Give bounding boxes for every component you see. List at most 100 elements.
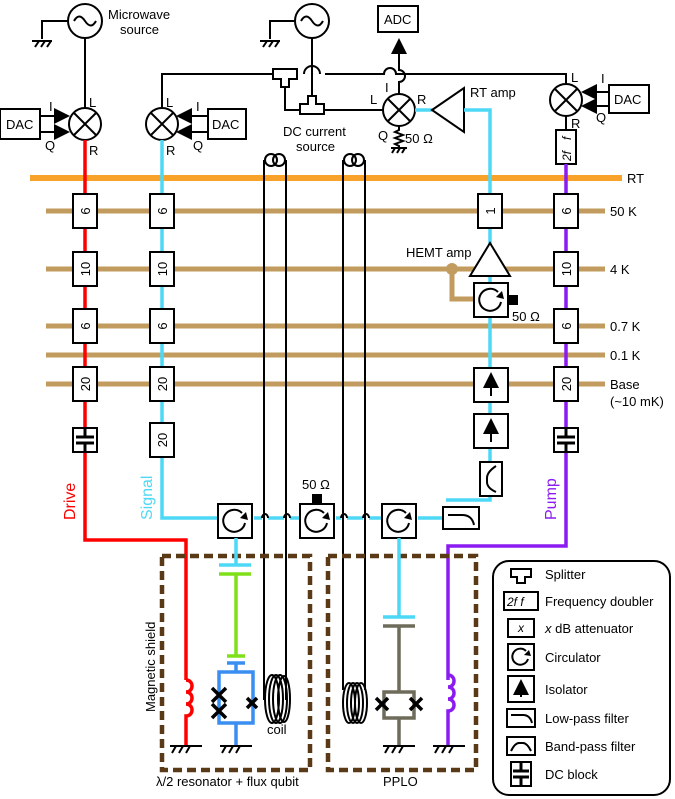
adc-label: ADC (384, 12, 411, 27)
frequency-doubler-icon: 2f f (503, 591, 539, 611)
pump-line (446, 164, 568, 680)
flux-qubit (217, 663, 255, 725)
doubler-f: f (560, 135, 574, 140)
signal-dac-box (207, 108, 247, 140)
pump-mixer-i: I (601, 71, 605, 86)
signal-attenuator-3: 20 (149, 366, 175, 402)
svg-text:6: 6 (155, 207, 170, 214)
svg-text:6: 6 (78, 322, 93, 329)
hemt-circulator (473, 282, 518, 318)
pump-mixer-l: L (571, 70, 578, 85)
splitter-bottom (299, 95, 325, 115)
pump-dac-box (608, 84, 650, 114)
coil-left (264, 674, 291, 724)
pump-attenuator-0: 6 (553, 193, 579, 229)
pump-mixer-q: Q (596, 110, 606, 125)
pplo (382, 626, 416, 720)
stage-label-rt: RT (627, 171, 644, 186)
svg-text:10: 10 (155, 262, 170, 276)
drive-attenuator-1: 10 (72, 251, 98, 287)
legend-label: Band-pass filter (545, 739, 636, 754)
readout-mixer-q: Q (378, 128, 388, 143)
drive-attenuator-2: 6 (72, 308, 98, 344)
legend-label: Isolator (545, 682, 588, 697)
drive-mixer-r: R (89, 143, 98, 158)
svg-text:6: 6 (559, 322, 574, 329)
isolator-icon (507, 675, 535, 703)
circulator-icon (507, 643, 535, 671)
signal-dac-label: DAC (212, 117, 239, 132)
pump-attenuator-1: 10 (553, 251, 579, 287)
stage-label-base: Base (610, 377, 640, 392)
legend-label: Frequency doubler (545, 594, 654, 609)
drive-dac-box (0, 108, 41, 140)
drive-line-label: Drive (62, 483, 79, 520)
splitter-icon (510, 568, 532, 584)
svg-text:x: x (517, 621, 525, 635)
legend-label: Splitter (545, 567, 586, 582)
svg-text:20: 20 (78, 377, 93, 391)
signal-attenuator-2: 6 (149, 308, 175, 344)
adc-box (377, 5, 419, 33)
circulator-50ohm-label: 50 Ω (302, 477, 330, 492)
signal-mixer-i: I (196, 99, 200, 114)
low-pass-filter (442, 506, 480, 530)
output-attenuator-0: 1 (477, 193, 503, 229)
stage-label-4k: 4 K (610, 262, 630, 277)
magnetic-shield-label: Magnetic shield (143, 622, 158, 712)
readout-mixer-i: I (385, 80, 389, 95)
signal-line-label: Signal (139, 476, 156, 520)
svg-text:6: 6 (559, 207, 574, 214)
signal-mixer-l: L (166, 95, 173, 110)
stage-label-base-temp: (~10 mK) (610, 394, 664, 409)
svg-text:6: 6 (78, 207, 93, 214)
hemt-50ohm-label: 50 Ω (512, 309, 540, 324)
signal-attenuator-0: 6 (149, 193, 175, 229)
drive-mixer (68, 107, 102, 141)
svg-text:20: 20 (559, 377, 574, 391)
left-sample-caption: λ/2 resonator + flux qubit (156, 774, 299, 789)
dc-block-icon (510, 761, 532, 787)
dc-current-source-coil-1 (263, 153, 287, 178)
circulator-3 (381, 503, 417, 539)
lo-source (260, 3, 330, 101)
doubler-2f: 2f (560, 149, 574, 162)
svg-text:10: 10 (559, 262, 574, 276)
legend (492, 560, 671, 796)
legend-label: Low-pass filter (545, 711, 629, 726)
hemt-amp (468, 241, 512, 277)
readout-mixer-l: L (370, 92, 377, 107)
rt-amp (430, 86, 465, 134)
drive-dac-label: DAC (6, 117, 33, 132)
signal-mixer-r: R (166, 143, 175, 158)
drive-mixer-q: Q (45, 138, 55, 153)
drive-attenuator-3: 20 (72, 366, 98, 402)
svg-text:20: 20 (155, 433, 170, 447)
dc-source-label: DC current (283, 124, 346, 139)
coil-label: coil (267, 722, 287, 737)
readout-mixer (382, 93, 416, 127)
microwave-source-label-2: source (120, 22, 159, 37)
right-sample-caption: PPLO (383, 774, 418, 789)
pump-line-label: Pump (543, 478, 560, 520)
band-pass-filter-icon (506, 736, 536, 756)
magnetic-shield-right (325, 553, 479, 773)
signal-mixer-q: Q (193, 138, 203, 153)
splitter-top (272, 65, 541, 88)
svg-text:1: 1 (483, 207, 498, 214)
drive-mixer-i: I (49, 99, 53, 114)
coil-right (342, 682, 368, 724)
svg-text:20: 20 (155, 377, 170, 391)
rt-amp-label: RT amp (470, 85, 516, 100)
isolator-2 (473, 413, 509, 449)
dc-source-label-2: source (296, 139, 335, 154)
drive-mixer-l: L (89, 95, 96, 110)
pump-mixer (549, 83, 583, 117)
pump-dc-block (553, 427, 579, 453)
stage-label-07k: 0.7 K (610, 319, 641, 334)
readout-50ohm-label: 50 Ω (405, 131, 433, 146)
signal-attenuator-4: 20 (149, 422, 175, 458)
dc-current-source-coil-2 (342, 153, 366, 178)
legend-label: Circulator (545, 650, 601, 665)
